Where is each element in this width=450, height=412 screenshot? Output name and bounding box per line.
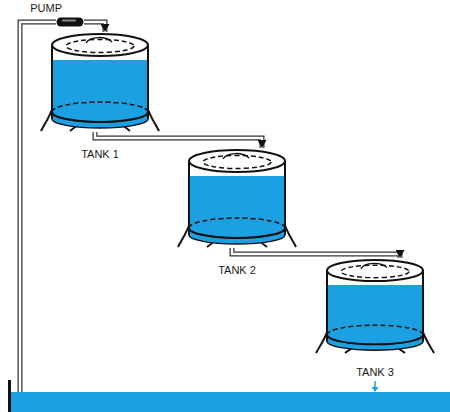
pump-symbol	[56, 17, 84, 27]
tank-shape	[315, 258, 435, 354]
pipe-bore	[95, 132, 262, 148]
pipe-bore	[232, 248, 400, 258]
tank-node: TANK 2	[177, 148, 297, 248]
pump-label: PUMP	[30, 2, 62, 15]
tank-node: TANK 3	[315, 258, 435, 354]
tank-shape	[177, 148, 297, 248]
tank-label: TANK 1	[81, 148, 119, 161]
tank-shape	[40, 32, 160, 132]
pipe-connector	[95, 132, 262, 148]
supply-pipe	[20, 22, 56, 392]
pipe-outline	[95, 132, 262, 148]
reservoir	[8, 392, 450, 412]
supply-pipe-outline	[20, 22, 56, 392]
pipe-outline	[84, 22, 105, 32]
pipe-outline	[232, 248, 400, 258]
pipe-connector	[232, 248, 400, 258]
pipe-bore	[84, 22, 105, 32]
pipe-connector	[84, 22, 105, 32]
tank-label: TANK 2	[218, 264, 256, 277]
pump-node: PUMP	[56, 17, 84, 27]
tank-node: TANK 1	[40, 32, 160, 132]
drain-arrowhead	[372, 387, 379, 392]
reservoir-wall	[8, 380, 11, 412]
tank-label: TANK 3	[356, 366, 394, 379]
